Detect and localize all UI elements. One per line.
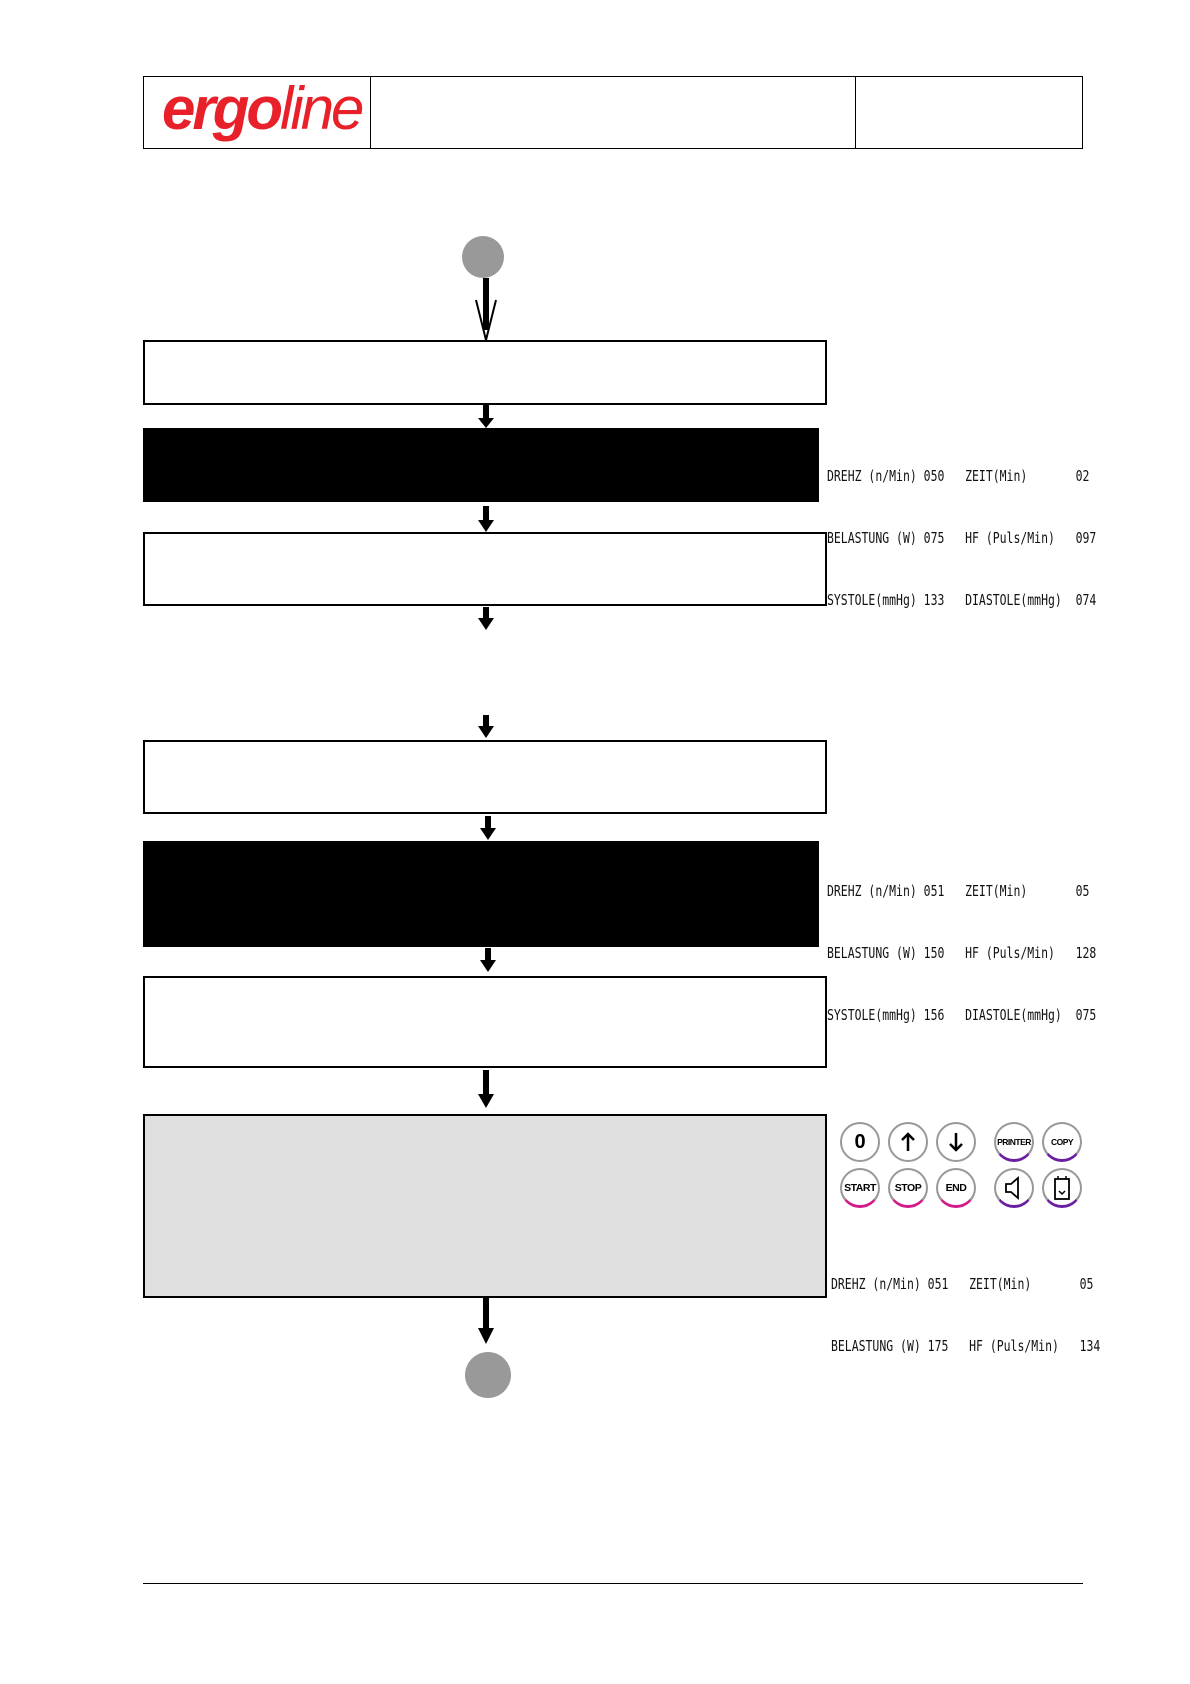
speaker-icon (1005, 1175, 1019, 1200)
flow-arrow-head (478, 1094, 494, 1108)
recorder-icon (1054, 1175, 1070, 1200)
flow-arrow-head (478, 520, 494, 532)
key-stop[interactable]: STOP (888, 1168, 928, 1208)
key-end[interactable]: END (936, 1168, 976, 1208)
readout-row: DREHZ (n/Min) 051 ZEIT(Min) 05 (827, 882, 1090, 900)
flow-arrow-head (478, 726, 494, 738)
flow-step-box (143, 532, 827, 606)
readout-row: BELASTUNG (W) 075 HF (Puls/Min) 097 (827, 529, 1097, 547)
ergometer-readout: DREHZ (n/Min) 051 ZEIT(Min) 05 BELASTUNG… (827, 842, 1096, 1046)
ergometer-readout: DREHZ (n/Min) 051 ZEIT(Min) 05 BELASTUNG… (831, 1235, 1100, 1377)
readout-row: DREHZ (n/Min) 051 ZEIT(Min) 05 (831, 1275, 1094, 1293)
ergoline-logo: ergoline (162, 75, 364, 142)
flow-arrow-head (480, 828, 496, 840)
flow-step-box (143, 740, 827, 814)
readout-row: SYSTOLE(mmHg) 156 DIASTOLE(mmHg) 075 (827, 1006, 1097, 1024)
flow-step-box (143, 340, 827, 405)
connector-node-start (462, 236, 504, 278)
key-up[interactable] (888, 1122, 928, 1162)
flow-arrow-head (478, 618, 494, 630)
key-speaker[interactable] (994, 1168, 1034, 1208)
key-zero[interactable]: 0 (840, 1122, 880, 1162)
ergometer-readout: DREHZ (n/Min) 050 ZEIT(Min) 02 BELASTUNG… (827, 427, 1096, 631)
header-divider (370, 76, 371, 149)
flow-arrow-head (478, 1328, 494, 1344)
flow-display-box (143, 841, 819, 947)
readout-row: BELASTUNG (W) 175 HF (Puls/Min) 134 (831, 1337, 1101, 1355)
flow-step-box (143, 976, 827, 1068)
flow-arrow-head (480, 960, 496, 972)
readout-row: SYSTOLE(mmHg) 133 DIASTOLE(mmHg) 074 (827, 591, 1097, 609)
readout-row: BELASTUNG (W) 150 HF (Puls/Min) 128 (827, 944, 1097, 962)
arrow-up-icon (901, 1132, 915, 1151)
flow-arrow-head (478, 418, 494, 428)
header-frame (143, 76, 1083, 149)
key-recorder[interactable] (1042, 1168, 1082, 1208)
flow-display-box (143, 428, 819, 502)
arrow-down-icon (949, 1133, 963, 1152)
flow-step-box-shaded (143, 1114, 827, 1298)
key-printer[interactable]: PRINTER (994, 1122, 1034, 1162)
key-down[interactable] (936, 1122, 976, 1162)
footer-rule (143, 1583, 1083, 1584)
key-copy[interactable]: COPY (1042, 1122, 1082, 1162)
header-divider (855, 76, 856, 149)
connector-node-end (465, 1352, 511, 1398)
key-start[interactable]: START (840, 1168, 880, 1208)
readout-row: DREHZ (n/Min) 050 ZEIT(Min) 02 (827, 467, 1090, 485)
